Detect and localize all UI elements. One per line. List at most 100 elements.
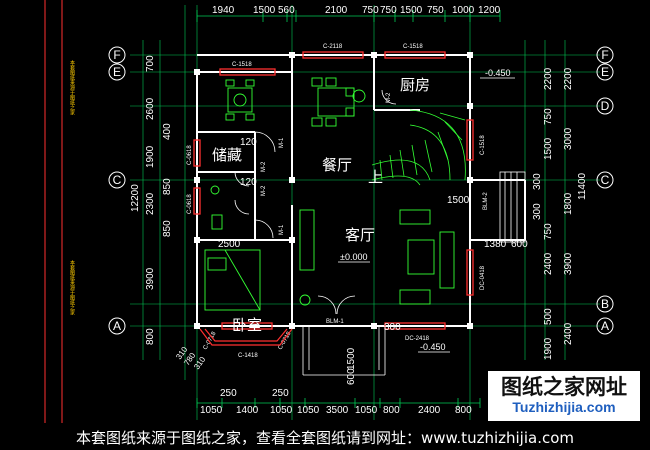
dim-bot-1050d: 1050	[355, 405, 378, 416]
window-label-c1518-topright: C-1518	[403, 44, 423, 50]
room-label-bedroom: 卧室	[232, 316, 262, 334]
dim-top-750b: 750	[380, 5, 397, 16]
dim-bot-1400: 1400	[236, 405, 259, 416]
top-dimension-ticks	[196, 10, 501, 22]
dim-in-120a: 120	[240, 137, 257, 148]
dim-in-600b: 600	[346, 368, 357, 385]
axis-bubbles	[108, 46, 614, 335]
door-label-blm1: BLM-1	[326, 319, 344, 325]
dim-in-1500b: 1500	[346, 347, 357, 370]
side-note-b: 本套图纸来源于图纸之家	[69, 259, 75, 315]
axis-label-B-right: B	[601, 297, 609, 311]
axis-label-C-right: C	[601, 173, 610, 187]
dim-left-3900: 3900	[145, 267, 156, 290]
window-label-dc2418: DC-2418	[405, 336, 430, 342]
window-label-c0618-a: C-0618	[187, 145, 193, 165]
axis-label-F-left: F	[113, 48, 120, 62]
room-label-kitchen: 厨房	[400, 76, 430, 94]
level-entry: -0.450	[420, 342, 446, 352]
dim-right-2200b: 2200	[563, 67, 574, 90]
dim-in-1380: 1380	[484, 239, 507, 250]
door-label-blm2: BLM-2	[483, 192, 489, 210]
door-label-m2-c: M-2	[386, 92, 392, 103]
spiral-stair	[371, 109, 466, 186]
dim-right-2400b: 2400	[563, 322, 574, 345]
dim-top-560: 560	[278, 5, 295, 16]
structural-columns	[194, 52, 473, 329]
dim-left-12200: 12200	[130, 184, 141, 212]
axis-label-F-right: F	[601, 48, 608, 62]
bottom-dimension-ticks	[196, 398, 481, 408]
axis-label-A-right: A	[601, 319, 609, 333]
dim-right-1800: 1800	[563, 192, 574, 215]
dim-top-1500: 1500	[253, 5, 276, 16]
level-markers	[338, 77, 515, 353]
dim-right-2200a: 2200	[543, 67, 554, 90]
window-label-c2118: C-2118	[323, 44, 343, 50]
watermark-title: 图纸之家网址	[501, 375, 627, 399]
axis-label-C-left: C	[113, 173, 122, 187]
dim-right-500: 500	[543, 308, 554, 325]
dim-in-600: 600	[511, 239, 528, 250]
window-label-c0618-b: C-0618	[187, 194, 193, 214]
dim-top-750c: 750	[427, 5, 444, 16]
dim-left-800: 800	[145, 328, 156, 345]
window-label-c1518-top: C-1518	[232, 62, 252, 68]
window-label-c1518-right: C-1518	[480, 135, 486, 155]
dim-left-2600: 2600	[145, 97, 156, 120]
dim-right-1900: 1900	[543, 337, 554, 360]
dim-top-1940: 1940	[212, 5, 235, 16]
dim-in-2500: 2500	[218, 239, 241, 250]
dim-top-2100: 2100	[325, 5, 348, 16]
dim-right-2400: 2400	[543, 252, 554, 275]
level-kitchen: -0.450	[485, 68, 511, 78]
window-label-dc0418: DC-0418	[480, 265, 486, 290]
stair-up-label: 上	[368, 168, 383, 186]
dim-left-1900: 1900	[145, 145, 156, 168]
dim-bot-1050b: 1050	[270, 405, 293, 416]
axis-label-E-right: E	[601, 65, 609, 79]
dim-bot-3500: 3500	[326, 405, 349, 416]
watermark-box	[488, 371, 640, 421]
dim-right-750b: 750	[543, 223, 554, 240]
dim-right-11400: 11400	[577, 172, 588, 200]
dim-in-1500: 1500	[447, 195, 470, 206]
dim-in-120b: 120	[240, 177, 257, 188]
dim-bot-1050c: 1050	[297, 405, 320, 416]
door-label-m2-a: M-2	[261, 161, 267, 172]
dim-right-1500: 1500	[543, 137, 554, 160]
watermark-url[interactable]: Tuzhizhijia.com	[512, 399, 616, 415]
room-label-dining: 餐厅	[322, 156, 352, 174]
sheet-border	[44, 0, 63, 423]
side-note-a: 本套图纸来源于图纸之家	[69, 59, 75, 115]
walls	[196, 54, 526, 327]
dim-right-3000: 3000	[563, 127, 574, 150]
dim-top-750a: 750	[362, 5, 379, 16]
window-label-c1418: C-1418	[238, 353, 258, 359]
window-label-c0718-b: C-0718	[278, 330, 293, 351]
dim-left-700: 700	[145, 55, 156, 72]
window-openings	[193, 51, 474, 330]
door-label-m2-b: M-2	[261, 185, 267, 196]
door-label-m1-b: M-1	[279, 224, 285, 235]
dim-bot-800a: 800	[383, 405, 400, 416]
dim-bot-250a: 250	[220, 388, 237, 399]
dim-right-3900: 3900	[563, 252, 574, 275]
dim-in-300: 300	[384, 322, 401, 333]
door-swings	[234, 89, 397, 315]
footer-bar	[0, 423, 650, 450]
room-label-living: 客厅	[345, 226, 375, 244]
dim-bot-1050a: 1050	[200, 405, 223, 416]
door-label-m1-a: M-1	[279, 137, 285, 148]
dim-left-850a: 850	[162, 178, 173, 195]
footer-text: 本套图纸来源于图纸之家，查看全套图纸请到网址：www.tuzhizhijia.c…	[75, 429, 574, 447]
dim-bot-800b: 800	[455, 405, 472, 416]
dim-left-2300: 2300	[145, 192, 156, 215]
room-label-storage: 储藏	[212, 146, 242, 164]
level-living: ±0.000	[340, 252, 367, 262]
dim-left-850b: 850	[162, 220, 173, 237]
dim-top-1000: 1000	[452, 5, 475, 16]
dim-right-300b: 300	[532, 203, 543, 220]
dim-left-400: 400	[162, 123, 173, 140]
